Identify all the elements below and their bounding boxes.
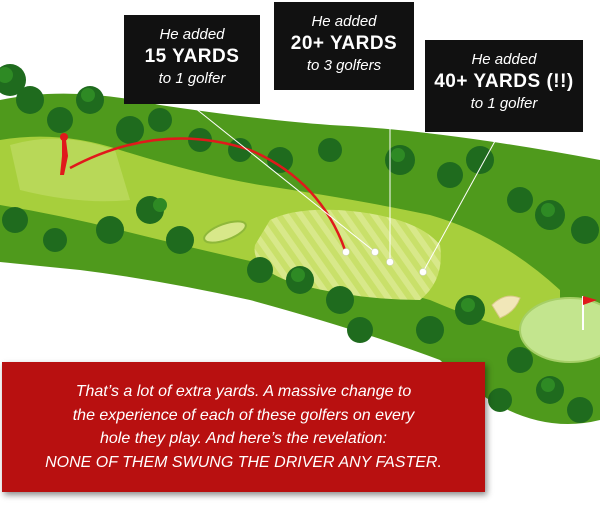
callout-line1: He added xyxy=(311,13,377,30)
callout-line3: to 1 golfer xyxy=(470,95,538,112)
sand-bunker-icon xyxy=(203,220,247,244)
message-banner: That’s a lot of extra yards. A massive c… xyxy=(2,362,485,492)
golfer-icon xyxy=(60,133,68,175)
shot-arc xyxy=(69,137,347,251)
callout-20-yards: He added 20+ YARDS to 3 golfers xyxy=(274,2,414,90)
callout-line2: 15 YARDS xyxy=(144,46,240,67)
banner-line: hole they play. And here’s the revelatio… xyxy=(100,430,387,447)
callout-line2: 40+ YARDS (!!) xyxy=(434,71,574,92)
banner-line: the experience of each of these golfers … xyxy=(72,406,415,424)
sand-bunker-icon xyxy=(491,295,521,319)
golf-ball-icon xyxy=(342,248,427,276)
callout-15-yards: He added 15 YARDS to 1 golfer xyxy=(124,15,260,104)
callout-line2: 20+ YARDS xyxy=(290,33,398,54)
callout-line3: to 3 golfers xyxy=(306,57,382,74)
callout-line1: He added xyxy=(159,26,225,43)
callout-line1: He added xyxy=(471,51,537,68)
flag-icon xyxy=(582,296,597,330)
banner-line: NONE OF THEM SWUNG THE DRIVER ANY FASTER… xyxy=(45,453,442,471)
banner-line: That’s a lot of extra yards. A massive c… xyxy=(75,383,412,400)
callout-line3: to 1 golfer xyxy=(158,70,226,87)
callout-40-yards: He added 40+ YARDS (!!) to 1 golfer xyxy=(425,40,583,132)
putting-green xyxy=(519,297,600,363)
